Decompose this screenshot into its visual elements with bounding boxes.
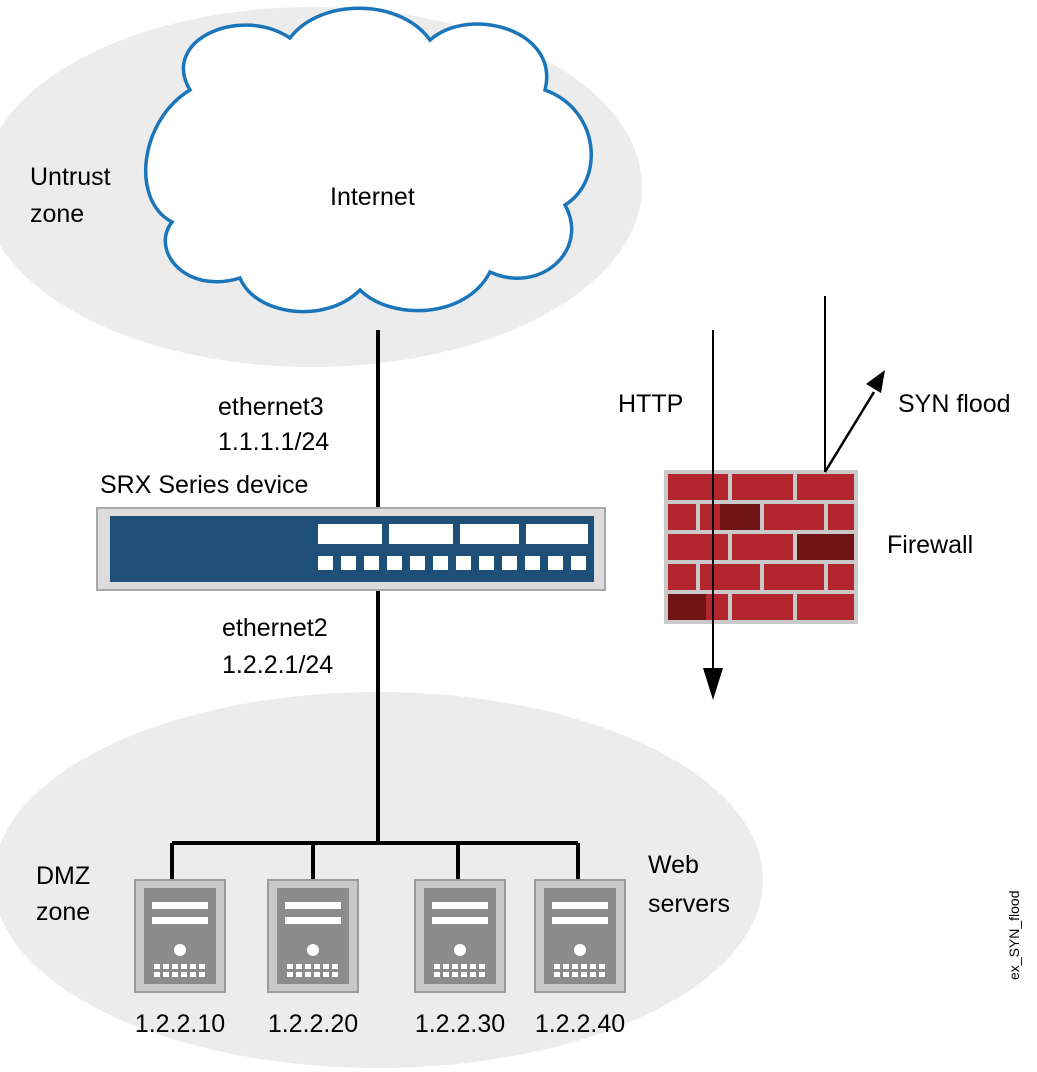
web-server-ip-label: 1.2.2.10 (135, 1010, 225, 1038)
web-server-icon (134, 879, 226, 993)
upper-interface-address: 1.1.1.1/24 (218, 428, 329, 456)
device-port-icon (410, 556, 425, 570)
web-servers-label-line2: servers (648, 890, 730, 918)
dmz-zone-label-line2: zone (36, 898, 90, 926)
device-port-icon (318, 556, 333, 570)
device-port-icon (479, 556, 494, 570)
web-server-icon (534, 879, 626, 993)
lower-interface-address: 1.2.2.1/24 (222, 651, 333, 679)
syn-flood-label: SYN flood (898, 390, 1011, 418)
upper-interface-name: ethernet3 (218, 393, 324, 421)
web-server-ip-label: 1.2.2.30 (415, 1010, 505, 1038)
untrust-zone-label-line1: Untrust (30, 163, 111, 191)
device-port-icon (364, 556, 379, 570)
device-name-label: SRX Series device (100, 471, 308, 499)
internet-label: Internet (330, 183, 415, 211)
http-arrowhead (703, 668, 723, 700)
firewall-icon (664, 470, 858, 624)
device-port-icon (341, 556, 356, 570)
figure-id-label: ex_SYN_flood (1006, 890, 1022, 980)
web-server-icon (414, 879, 506, 993)
untrust-zone-label-line2: zone (30, 200, 84, 228)
firewall-label: Firewall (887, 531, 973, 559)
web-server-icon (267, 879, 359, 993)
web-server-ip-label: 1.2.2.40 (535, 1010, 625, 1038)
web-server-ip-label: 1.2.2.20 (268, 1010, 358, 1038)
syn-deflect-line (823, 391, 876, 473)
srx-device-icon (96, 507, 606, 591)
dmz-zone-label-line1: DMZ (36, 862, 90, 890)
lower-interface-name: ethernet2 (222, 614, 328, 642)
web-servers-label-line1: Web (648, 851, 699, 879)
device-port-icon (571, 556, 586, 570)
internet-cloud-icon (143, 6, 593, 314)
syn-arrowhead (866, 370, 885, 393)
http-label: HTTP (618, 390, 683, 418)
dmz-zone-ellipse (0, 692, 763, 1068)
device-port-icon (433, 556, 448, 570)
device-port-icon (548, 556, 563, 570)
device-port-icon (456, 556, 471, 570)
device-port-icon (525, 556, 540, 570)
device-port-icon (502, 556, 517, 570)
device-port-icon (387, 556, 402, 570)
